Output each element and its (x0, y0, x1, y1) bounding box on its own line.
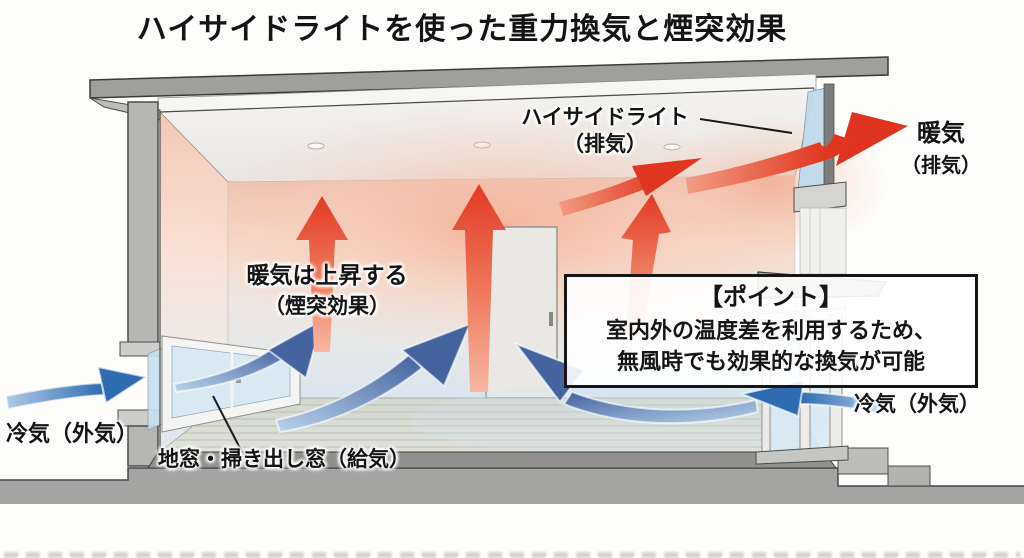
cool-air-inlet-arrow-left (4, 365, 149, 411)
point-box-line2: 無風時でも効果的な換気が可能 (616, 348, 925, 374)
cropped-bottom-text-strip (4, 552, 1020, 558)
leader-lines (212, 118, 793, 453)
label-warm-air-rise-line1: 暖気は上昇する (246, 262, 408, 288)
label-warm-air-rise-line2: （煙突効果） (264, 294, 390, 318)
high-side-light-window (793, 83, 847, 275)
label-cool-air-left: 冷気（外気） (6, 421, 139, 446)
label-high-side-light-line2: （排気） (563, 133, 647, 157)
label-warm-air-exhaust: 暖気 （排気） (878, 118, 1004, 180)
label-warm-air-line1: 暖気 (917, 120, 965, 147)
label-warm-air-line2: （排気） (901, 155, 981, 178)
label-cool-air-right: 冷気（外気） (854, 393, 980, 416)
front-edges (159, 87, 815, 452)
label-warm-air-rise: 暖気は上昇する （煙突効果） (220, 261, 434, 321)
warm-air-up-arrow-1 (296, 196, 348, 352)
cool-air-inlet-arrow-right (738, 378, 888, 418)
point-box-heading: 【ポイント】 (699, 284, 843, 311)
label-high-side-light-line1: ハイサイドライト (521, 106, 689, 129)
warm-air-exit-arrow (686, 112, 908, 194)
warm-air-up-arrow-2 (452, 184, 506, 392)
diagram-title: ハイサイドライトを使った重力換気と煙突効果 (136, 13, 788, 46)
warm-air-curve-arrow (559, 158, 702, 216)
point-box: 【ポイント】 室内外の温度差を利用するため、 無風時でも効果的な換気が可能 (564, 274, 978, 389)
entrance-steps (837, 447, 931, 487)
foundation (147, 451, 837, 469)
label-floor-window: 地窓・掃き出し窓（給気） (158, 448, 410, 471)
point-box-line1: 室内外の温度差を利用するため、 (605, 317, 936, 343)
cool-air-flow-arrow-2 (274, 322, 472, 434)
label-high-side-light: ハイサイドライト （排気） (505, 104, 705, 159)
